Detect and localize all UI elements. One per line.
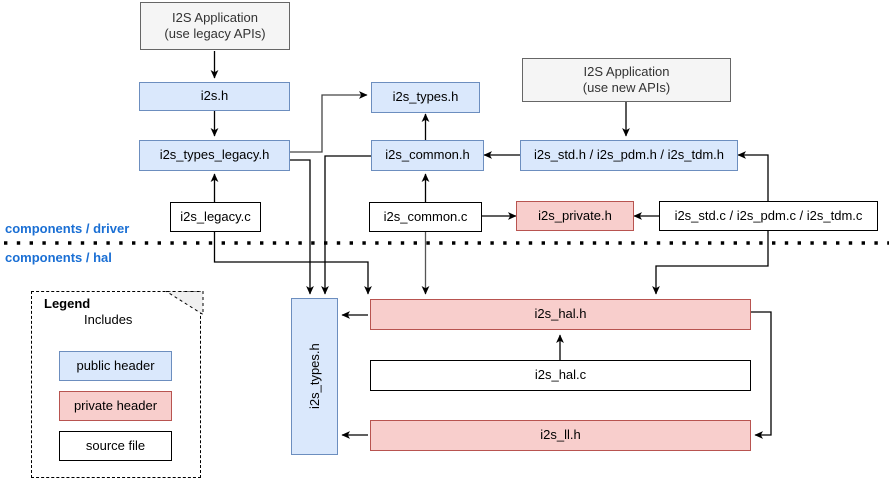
legend-swatch-source-file: source file (59, 431, 172, 461)
node-i2s-std-h-label: i2s_std.h / i2s_pdm.h / i2s_tdm.h (533, 147, 725, 163)
node-i2s-private-h[interactable]: i2s_private.h (516, 201, 634, 231)
node-i2s-std-c[interactable]: i2s_std.c / i2s_pdm.c / i2s_tdm.c (659, 201, 878, 231)
legend-swatch-private-header-label: private header (73, 397, 158, 413)
node-app-new-line1: I2S Application (583, 63, 670, 79)
node-app-new: I2S Application (use new APIs) (522, 58, 731, 102)
node-i2s-hal-c[interactable]: i2s_hal.c (370, 360, 751, 391)
legend-fold-corner (166, 291, 204, 315)
node-app-new-line2: (use new APIs) (582, 80, 671, 95)
node-i2s-common-c[interactable]: i2s_common.c (369, 202, 482, 232)
node-i2s-types-legacy-h[interactable]: i2s_types_legacy.h (139, 140, 290, 171)
legend-swatch-private-header: private header (59, 391, 172, 421)
legend-swatch-public-header: public header (59, 351, 172, 381)
section-label-hal: components / hal (5, 250, 112, 265)
node-i2s-ll-h[interactable]: i2s_ll.h (370, 420, 751, 451)
node-i2s-types-h-hal[interactable]: i2s_types.h (291, 298, 338, 455)
node-i2s-common-h[interactable]: i2s_common.h (371, 140, 484, 171)
node-i2s-common-c-label: i2s_common.c (383, 208, 468, 224)
legend-swatch-public-header-label: public header (76, 357, 155, 373)
node-i2s-legacy-c[interactable]: i2s_legacy.c (170, 202, 261, 232)
node-i2s-private-h-label: i2s_private.h (538, 207, 612, 223)
legend-swatch-source-file-label: source file (85, 437, 146, 453)
section-label-driver: components / driver (5, 221, 130, 236)
node-i2s-legacy-c-label: i2s_legacy.c (180, 208, 251, 224)
legend-title: Legend (44, 296, 91, 311)
node-i2s-std-c-label: i2s_std.c / i2s_pdm.c / i2s_tdm.c (674, 207, 863, 223)
node-i2s-hal-h[interactable]: i2s_hal.h (370, 299, 751, 330)
node-i2s-ll-h-label: i2s_ll.h (540, 427, 581, 443)
node-i2s-std-h[interactable]: i2s_std.h / i2s_pdm.h / i2s_tdm.h (520, 140, 738, 171)
node-i2s-types-h-top-label: i2s_types.h (392, 89, 459, 105)
node-app-legacy-line1: I2S Application (171, 9, 258, 25)
node-i2s-types-h-hal-label: i2s_types.h (306, 343, 322, 410)
node-i2s-h[interactable]: i2s.h (139, 82, 290, 111)
node-i2s-types-h-top[interactable]: i2s_types.h (371, 82, 480, 113)
node-i2s-hal-c-label: i2s_hal.c (534, 367, 587, 383)
node-i2s-types-legacy-h-label: i2s_types_legacy.h (159, 147, 270, 163)
node-app-legacy-line2: (use legacy APIs) (164, 26, 266, 41)
node-i2s-common-h-label: i2s_common.h (385, 147, 470, 163)
node-i2s-h-label: i2s.h (200, 88, 229, 104)
node-i2s-hal-h-label: i2s_hal.h (534, 306, 587, 322)
legend-includes-label: Includes (84, 312, 133, 327)
node-app-legacy: I2S Application (use legacy APIs) (140, 2, 290, 50)
